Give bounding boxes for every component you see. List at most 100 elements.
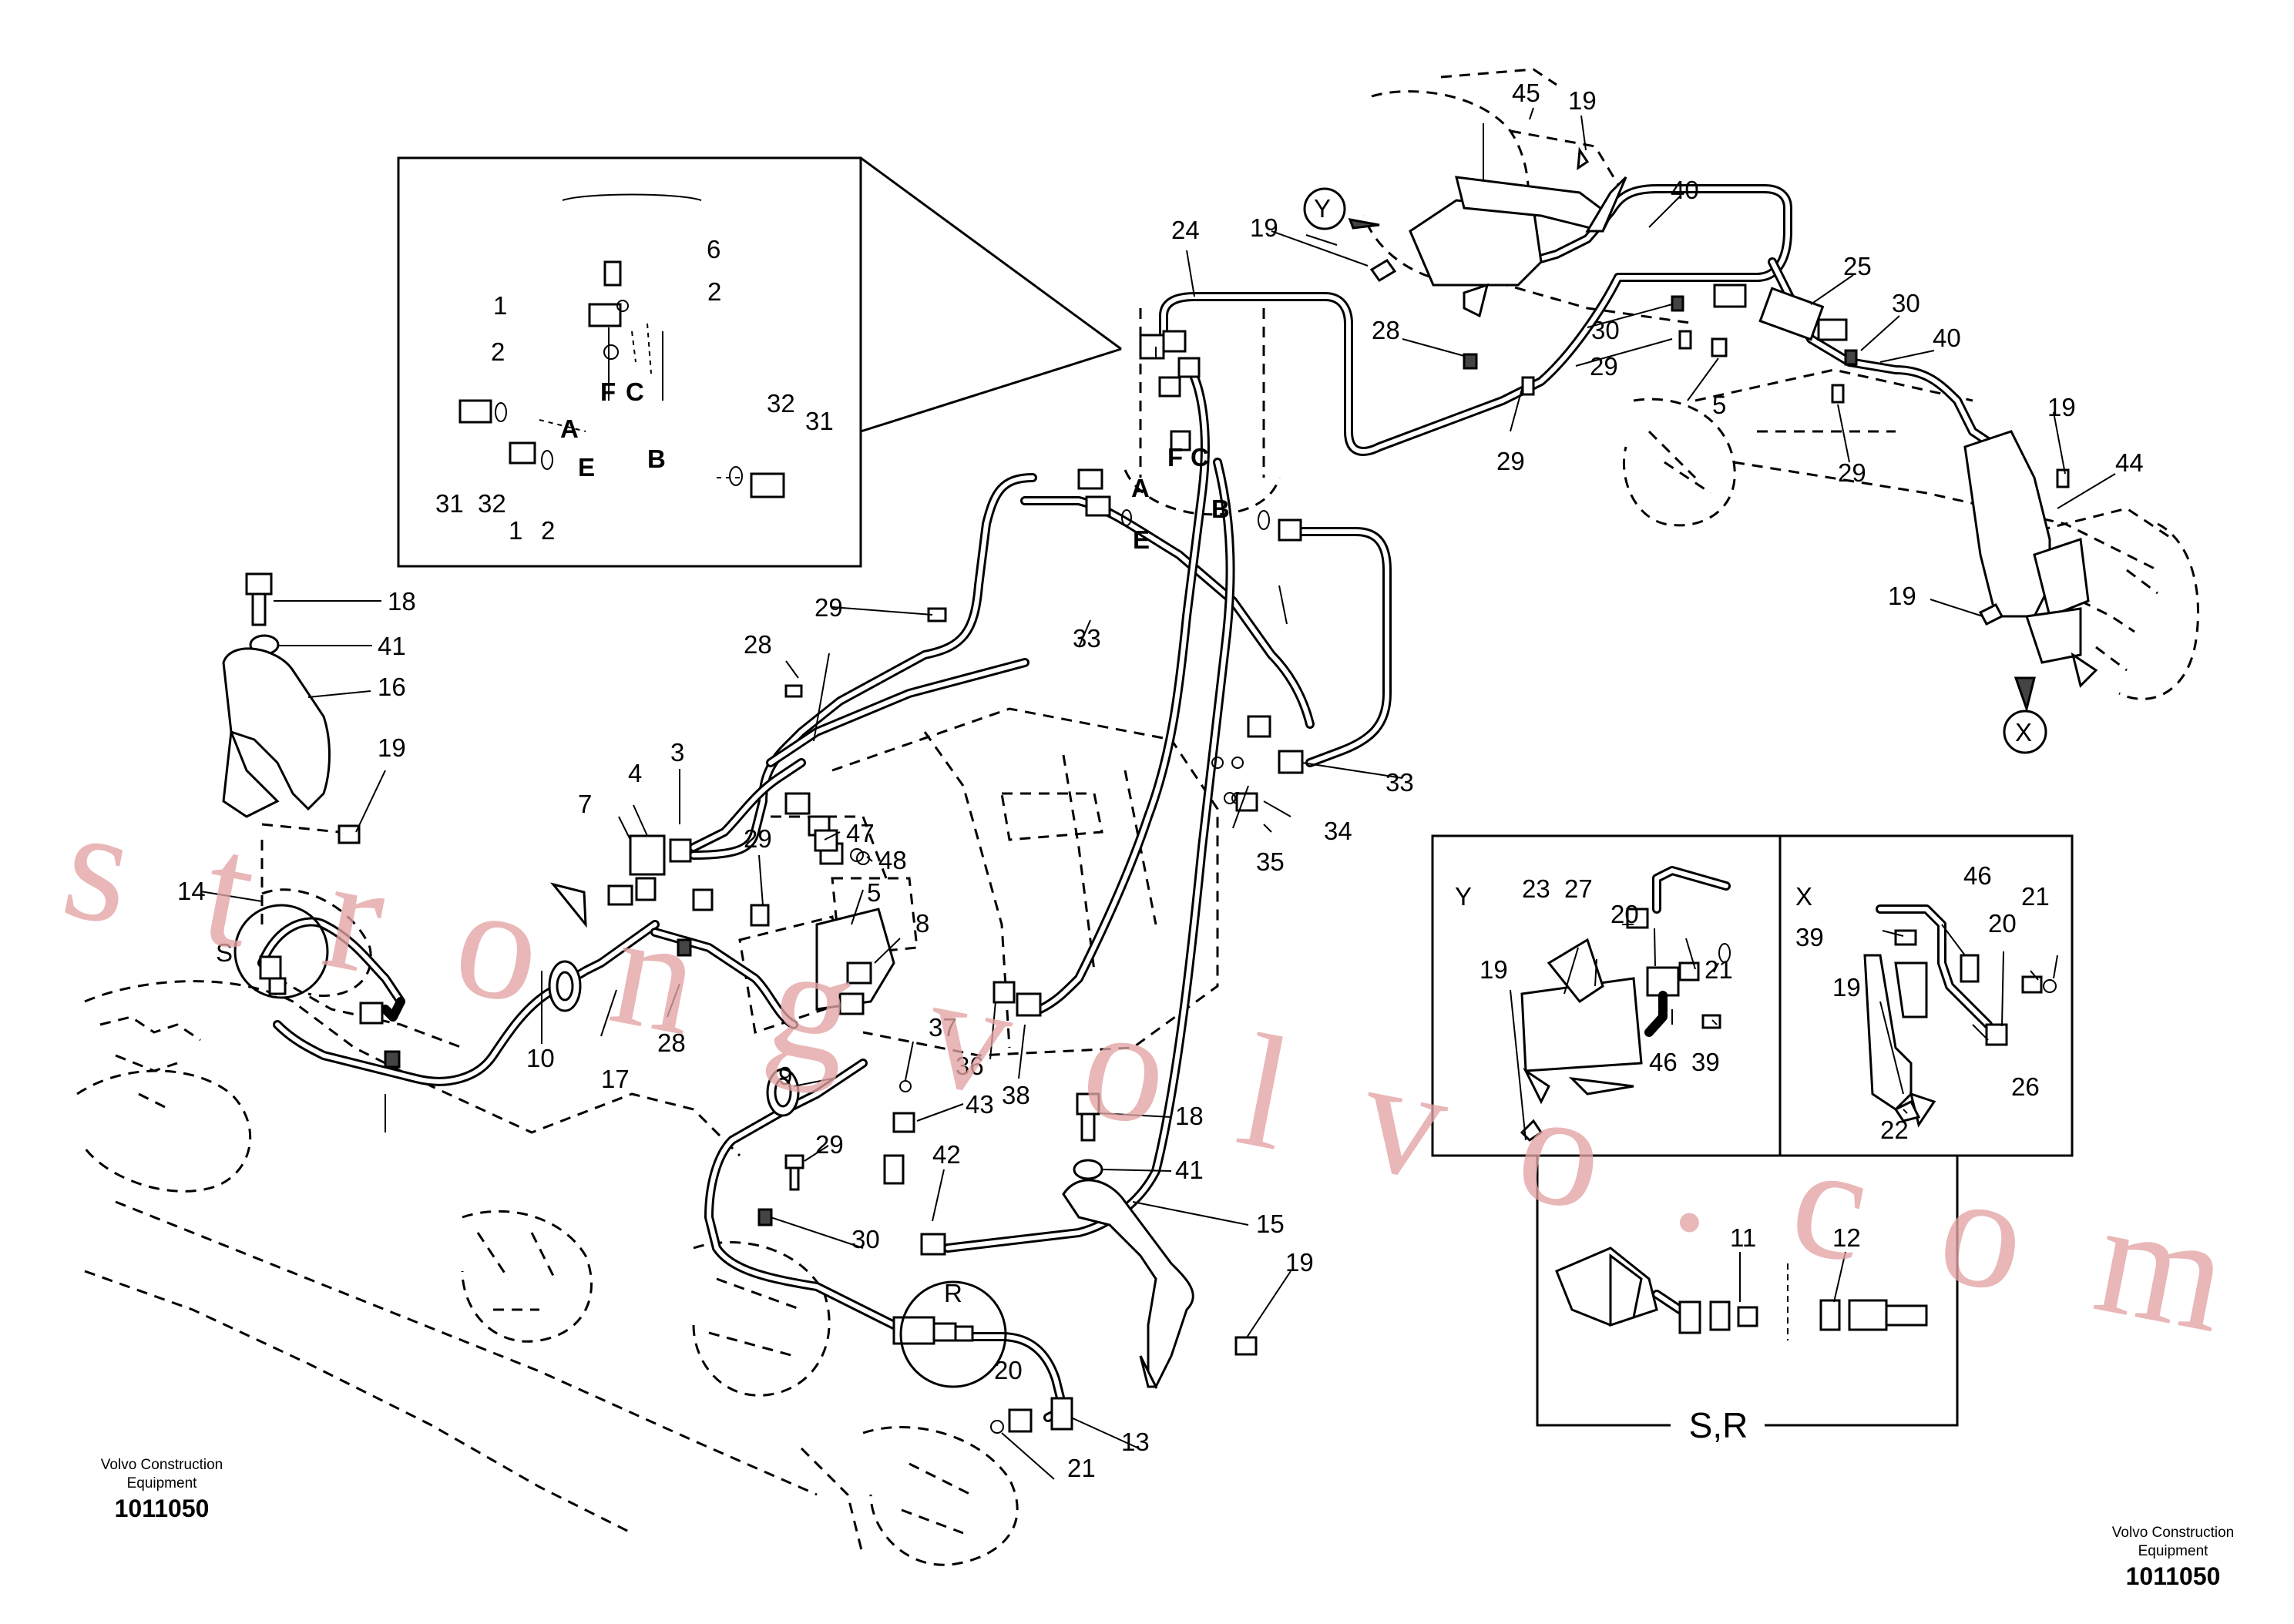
callout-31: 31 — [435, 489, 464, 518]
callout-22: 22 — [1880, 1116, 1909, 1144]
callout-41: 41 — [1175, 1156, 1204, 1184]
callout-47: 47 — [846, 819, 875, 847]
footer-right: Volvo Construction Equipment 1011050 — [2088, 1524, 2258, 1592]
callout-30: 30 — [1591, 316, 1620, 344]
callout-2: 2 — [707, 277, 721, 306]
callout-23: 23 — [1522, 874, 1550, 903]
port-f: F — [600, 377, 616, 406]
callout-33: 33 — [1073, 624, 1101, 653]
callout-4: 4 — [628, 759, 642, 787]
view-marker-x: X — [2015, 718, 2032, 747]
callout-20: 20 — [1988, 909, 2017, 938]
callout-34: 34 — [1324, 817, 1352, 845]
callout-10: 10 — [526, 1044, 555, 1072]
callout-29: 29 — [744, 824, 772, 853]
callout-8: 8 — [915, 909, 929, 938]
callout-19: 19 — [378, 733, 406, 762]
view-marker-y: Y — [1314, 194, 1331, 223]
callout-21: 21 — [2021, 882, 2050, 911]
callout-30: 30 — [851, 1225, 880, 1253]
callout-18: 18 — [1175, 1102, 1204, 1130]
callout-32: 32 — [767, 389, 795, 418]
callout-30: 30 — [1892, 289, 1920, 317]
callout-1: 1 — [509, 516, 522, 545]
callout-32: 32 — [478, 489, 506, 518]
fittings-and-parts — [222, 146, 2098, 1434]
callout-24: 24 — [1171, 216, 1200, 244]
callout-19: 19 — [1250, 213, 1278, 242]
detail-view-boxes — [1431, 834, 2074, 1157]
callout-20: 20 — [1611, 900, 1639, 928]
callout-19: 19 — [1285, 1248, 1314, 1277]
callout-35: 35 — [1256, 847, 1285, 876]
callout-29: 29 — [814, 593, 843, 622]
footer-right-number: 1011050 — [2125, 1562, 2221, 1590]
footer-left-number: 1011050 — [114, 1495, 210, 1522]
callout-37: 37 — [929, 1013, 957, 1042]
sr-coupling-detail-box — [1536, 1156, 1959, 1427]
callout-43: 43 — [966, 1090, 994, 1119]
view-marker-r: R — [944, 1279, 962, 1307]
callout-19: 19 — [1480, 955, 1508, 984]
callout-21: 21 — [1705, 955, 1733, 984]
callout-28: 28 — [1372, 316, 1400, 344]
callout-3: 3 — [670, 738, 684, 767]
port-a: A — [1131, 474, 1150, 502]
callout-31: 31 — [805, 407, 834, 435]
callout-19: 19 — [2047, 393, 2076, 421]
callout-19: 19 — [1568, 86, 1597, 115]
callout-33: 33 — [1385, 768, 1414, 797]
callout-9: 9 — [778, 1062, 792, 1090]
callout-48: 48 — [878, 846, 907, 874]
callout-7: 7 — [578, 790, 592, 818]
callout-36: 36 — [956, 1052, 984, 1080]
port-f: F — [1167, 443, 1183, 471]
callout-17: 17 — [601, 1065, 630, 1093]
leader-lines — [200, 107, 2116, 1480]
callout-1: 1 — [493, 291, 507, 320]
footer-left-company-line1: Volvo Construction — [100, 1457, 223, 1473]
callout-41: 41 — [378, 632, 406, 660]
rotary-connection-detail-box — [397, 156, 1122, 568]
callout-5: 5 — [867, 878, 881, 907]
callout-26: 26 — [2011, 1072, 2040, 1101]
callout-38: 38 — [1002, 1081, 1030, 1109]
callout-46: 46 — [1963, 861, 1992, 890]
port-e: E — [578, 453, 595, 481]
view-marker-s: S — [216, 938, 233, 967]
detail-label-x: X — [1795, 882, 1812, 911]
callout-19: 19 — [1888, 582, 1916, 610]
callout-28: 28 — [744, 630, 772, 659]
callout-28: 28 — [657, 1028, 686, 1057]
detail-label-sr: S,R — [1689, 1405, 1748, 1445]
callout-45: 45 — [1512, 79, 1540, 107]
machine-outline-background — [76, 68, 2199, 1566]
callout-29: 29 — [1496, 447, 1525, 475]
detail-label-y: Y — [1455, 882, 1472, 911]
callout-13: 13 — [1121, 1428, 1150, 1456]
port-a: A — [560, 414, 579, 443]
callout-5: 5 — [1712, 391, 1726, 419]
callout-18: 18 — [388, 587, 416, 616]
callout-2: 2 — [541, 516, 555, 545]
callout-29: 29 — [1590, 352, 1618, 381]
callout-labels: 6 1 2 2 31 32 1 2 32 31 F C A E B 24 45 … — [177, 79, 2144, 1482]
callout-39: 39 — [1795, 923, 1824, 951]
callout-11: 11 — [1730, 1223, 1756, 1252]
callout-19: 19 — [1832, 973, 1861, 1002]
footer-right-company-line2: Equipment — [2138, 1543, 2208, 1559]
callout-6: 6 — [707, 235, 720, 263]
callout-15: 15 — [1256, 1210, 1285, 1238]
callout-20: 20 — [994, 1356, 1023, 1384]
callout-39: 39 — [1691, 1048, 1720, 1076]
callout-42: 42 — [932, 1140, 961, 1169]
port-c: C — [1191, 443, 1209, 471]
callout-27: 27 — [1564, 874, 1593, 903]
callout-12: 12 — [1832, 1223, 1861, 1252]
hydraulic-pipes — [257, 184, 2024, 1422]
callout-2: 2 — [491, 337, 505, 366]
callout-14: 14 — [177, 877, 206, 905]
callout-40: 40 — [1933, 324, 1961, 352]
